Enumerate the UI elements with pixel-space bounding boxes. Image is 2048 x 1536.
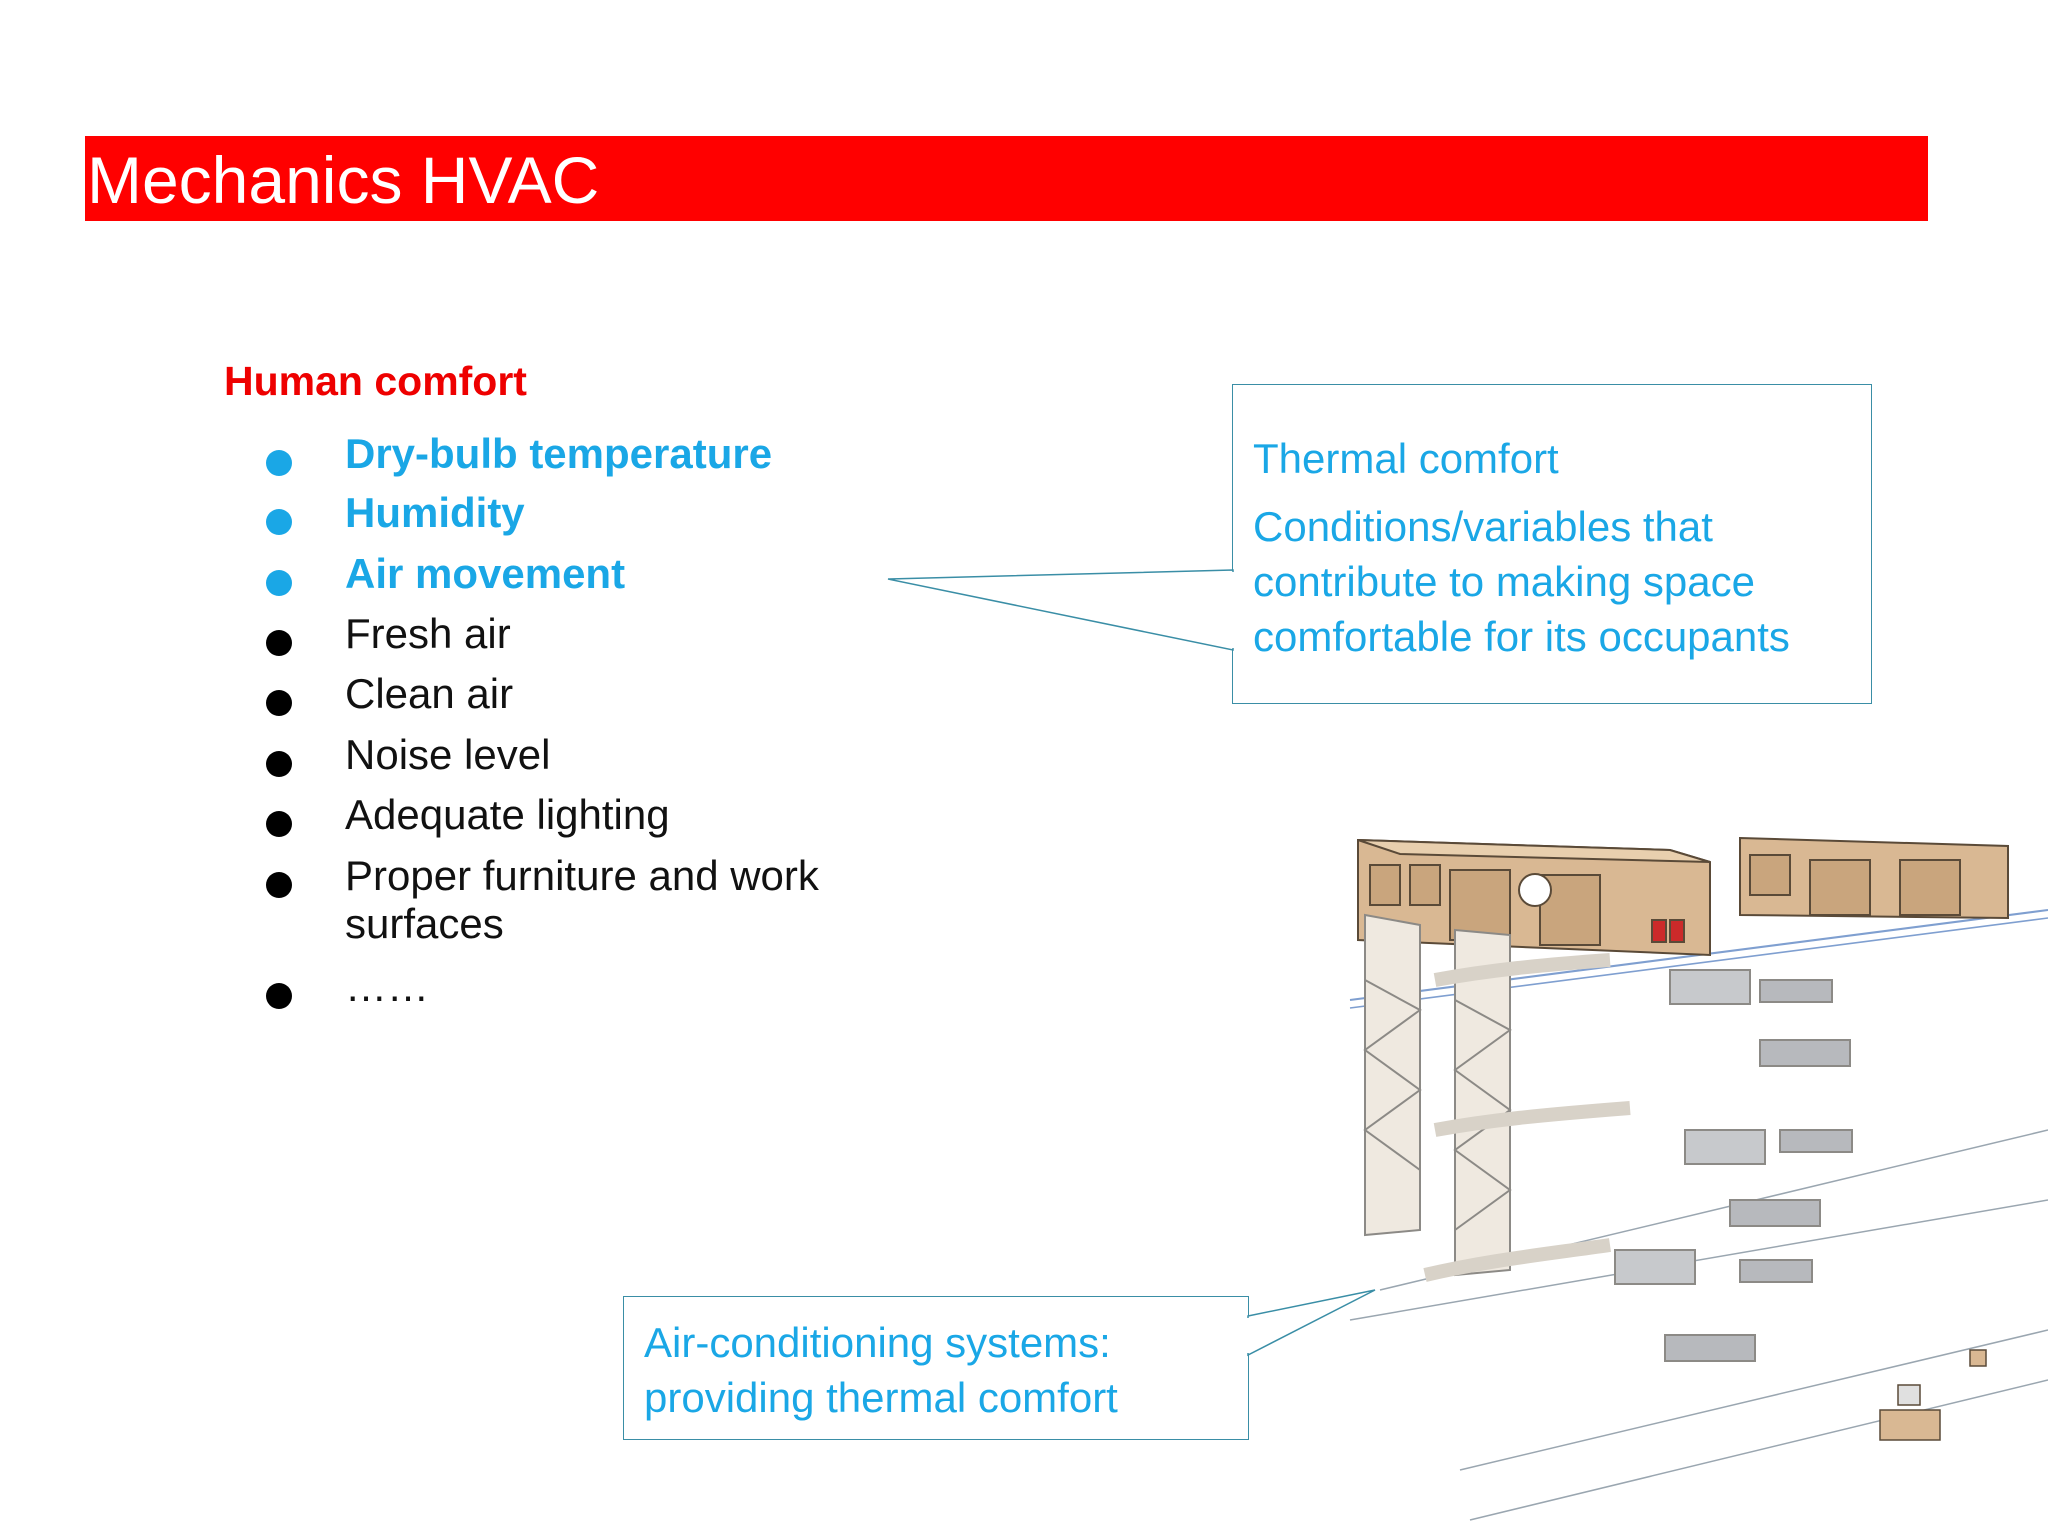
title-bar: Mechanics HVAC — [85, 136, 1928, 221]
list-item-label: Clean air — [345, 670, 514, 717]
thermal-comfort-callout: Thermal comfort Conditions/variables tha… — [1232, 384, 1872, 704]
bullet-dot-icon — [266, 983, 292, 1009]
callout-line: Conditions/variables that — [1253, 503, 1713, 550]
bullet-dot-icon — [266, 630, 292, 656]
list-item-label: Fresh air — [345, 610, 511, 657]
list-item-label: Proper furniture and work — [345, 852, 819, 899]
list-item-label: Dry-bulb temperature — [345, 430, 773, 477]
bullet-dot-icon — [266, 450, 292, 476]
callout-line: comfortable for its occupants — [1253, 613, 1790, 660]
bullet-dot-icon — [266, 811, 292, 837]
list-item-label: Noise level — [345, 731, 551, 778]
bullet-dot-icon — [266, 570, 292, 596]
hvac-system-illustration — [1349, 836, 2048, 1521]
list-item-label: Adequate lighting — [345, 791, 670, 838]
list-item-label-continuation: surfaces — [345, 900, 504, 947]
thermal-callout-pointer — [887, 569, 1234, 651]
section-heading: Human comfort — [224, 358, 527, 404]
list-item-label: …… — [345, 963, 429, 1010]
list-item-label: Humidity — [345, 489, 525, 536]
bullet-dot-icon — [266, 690, 292, 716]
slide-title: Mechanics HVAC — [87, 143, 600, 217]
comfort-factor-list: Dry-bulb temperature Humidity Air moveme… — [0, 0, 900, 1100]
callout-line: providing thermal comfort — [644, 1374, 1118, 1421]
bullet-dot-icon — [266, 872, 292, 898]
bullet-dot-icon — [266, 751, 292, 777]
callout-line: Air-conditioning systems: — [644, 1319, 1111, 1366]
callout-line: contribute to making space — [1253, 558, 1755, 605]
thermal-comfort-heading: Thermal comfort — [1253, 435, 1559, 482]
list-item-label: Air movement — [345, 550, 626, 597]
air-conditioning-callout: Air-conditioning systems: providing ther… — [623, 1296, 1249, 1440]
bullet-dot-icon — [266, 509, 292, 535]
